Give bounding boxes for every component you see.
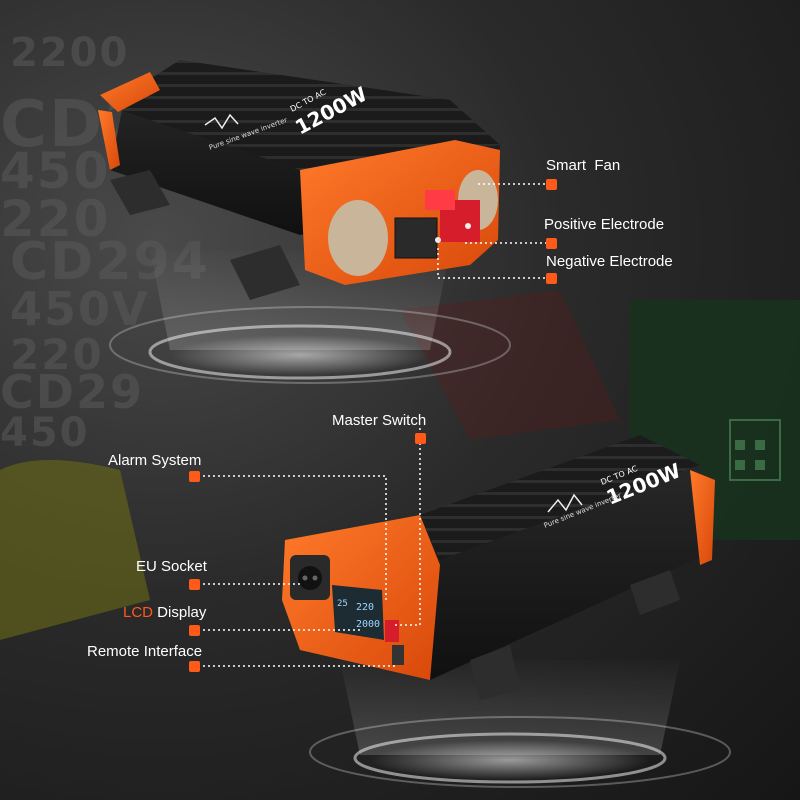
callout-marker [189,579,200,590]
callout-alarm-system: Alarm System [108,452,202,469]
lcd-watt-readout: 2000 [356,619,380,630]
top-leader-lines [437,183,551,279]
callout-marker [189,625,200,636]
bg-capacitor-text: 450 [0,142,111,200]
callout-negative-electrode: Negative Electrode [546,253,673,270]
callout-positive-electrode: Positive Electrode [544,216,665,233]
lcd-volt-readout: 220 [356,602,374,613]
callout-marker [415,433,426,444]
callout-remote-interface: Remote Interface [87,643,203,660]
callout-lcd-display: LCD Display [123,604,206,621]
callout-master-switch: Master Switch [332,412,427,429]
lcd-pct-readout: 25 [337,599,348,609]
callout-smart-fan: Smart Fan [546,157,621,174]
lcd-accent-text: LCD [123,604,154,621]
lcd-rest-text: Display [153,604,207,621]
bottom-inverter-shape [282,435,715,700]
callout-marker [189,661,200,672]
callout-marker [546,273,557,284]
bg-capacitor-text: 450V [10,282,150,336]
callout-marker [189,471,200,482]
callout-eu-socket: EU Socket [136,558,207,575]
callout-marker [546,238,557,249]
top-inverter-shape [98,60,500,300]
bg-capacitor-text: 450 [0,410,90,456]
bottom-leader-lines [198,428,421,667]
bg-capacitor-text: 220 [0,190,111,248]
callout-marker [546,179,557,190]
bg-capacitor-text: 2200 [10,30,130,76]
bg-capacitor-text: CD29 [0,365,144,419]
bg-capacitor-text: 220 [10,330,104,379]
